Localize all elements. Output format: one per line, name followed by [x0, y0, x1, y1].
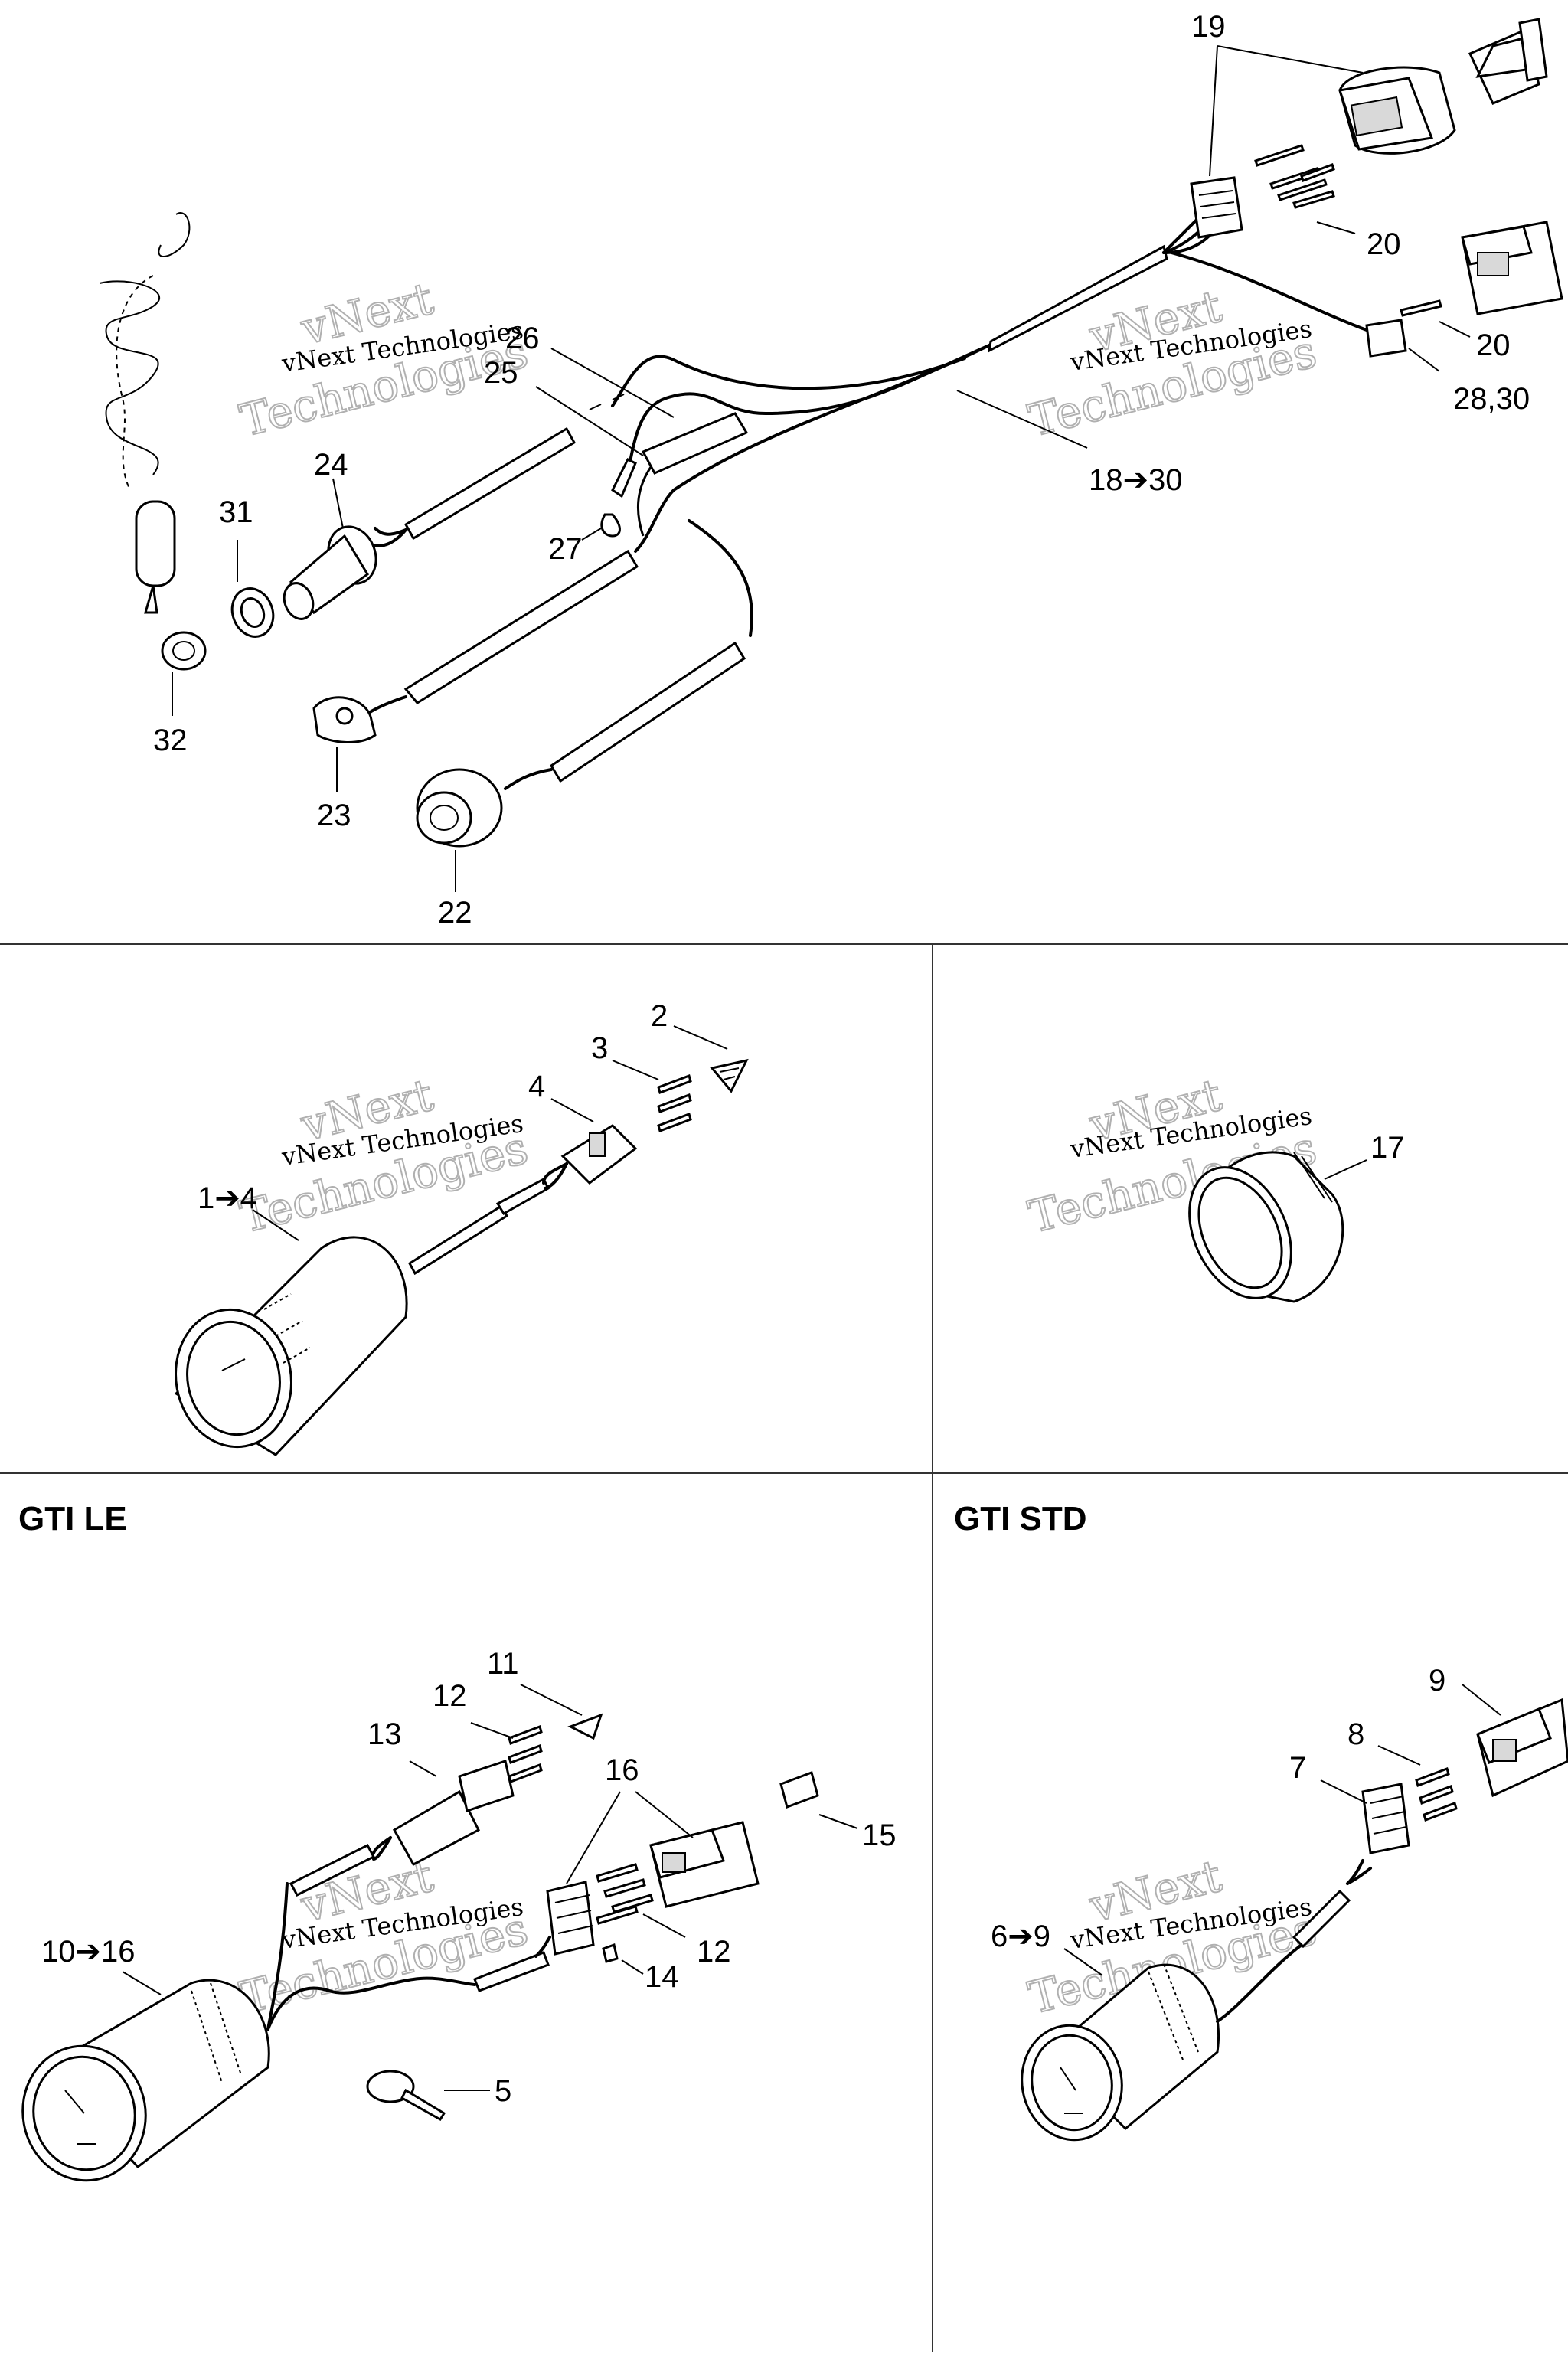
- callout-15: 15: [862, 1818, 897, 1852]
- top-callouts: 19 20 20 28,30 18➔30 26 25 27 24 31 32 2…: [153, 10, 1530, 930]
- callout-17: 17: [1370, 1131, 1405, 1165]
- callout-32: 32: [153, 724, 188, 757]
- washer-31: [230, 587, 275, 638]
- callout-4: 4: [528, 1070, 545, 1103]
- callout-3: 3: [591, 1031, 608, 1065]
- gauge-6-9: [1021, 1783, 1410, 2142]
- sensor-23: [312, 549, 639, 743]
- callout-5: 5: [495, 2074, 511, 2108]
- cable-tie-5: [366, 2070, 446, 2122]
- callout-8: 8: [1348, 1717, 1364, 1751]
- middle-right-callouts: 17: [1324, 1131, 1405, 1180]
- terminals-3: [657, 1074, 692, 1132]
- sensor-22: [416, 641, 746, 848]
- callout-26: 26: [505, 322, 540, 355]
- callout-7: 7: [1289, 1751, 1306, 1785]
- terminals-12a: [508, 1725, 543, 1783]
- callout-20a: 20: [1367, 227, 1401, 261]
- callout-24: 24: [314, 448, 348, 482]
- drop-27: [600, 513, 621, 538]
- sensor-24: [283, 426, 577, 620]
- wiring-harness: [99, 18, 1563, 848]
- callout-12a: 12: [433, 1679, 467, 1713]
- callout-25: 25: [484, 356, 518, 390]
- connector-19: [1190, 18, 1548, 239]
- connector-16: [534, 1821, 760, 1958]
- plug-2: [710, 1058, 749, 1093]
- plug-11: [567, 1713, 603, 1740]
- callout-31: 31: [219, 495, 253, 529]
- callout-23: 23: [317, 799, 351, 832]
- callout-13: 13: [368, 1717, 402, 1751]
- harness-split-25-26: [589, 394, 749, 537]
- callout-28-30: 28,30: [1453, 382, 1530, 416]
- pin-14: [602, 1943, 619, 1963]
- terminals-8: [1415, 1767, 1458, 1822]
- callout-6-9: 6➔9: [991, 1920, 1050, 1953]
- bezel-17: [1188, 1151, 1344, 1303]
- callout-20b: 20: [1476, 328, 1511, 362]
- section-dividers: [0, 943, 1568, 2352]
- section-title-gti-std: GTI STD: [954, 1500, 1087, 1537]
- callout-2: 2: [651, 999, 668, 1033]
- bottom-right-callouts: 9 8 7 6➔9: [991, 1664, 1501, 1976]
- callout-19: 19: [1191, 10, 1226, 44]
- terminal-28-30: [1365, 319, 1407, 358]
- callout-16: 16: [605, 1753, 639, 1787]
- watermark-bottom-left: vNext vNext Technologies Technologies: [234, 1849, 534, 2025]
- callout-27: 27: [548, 532, 583, 566]
- middle-left-callouts: 2 3 4 1➔4: [198, 999, 728, 1241]
- section-title-gti-le: GTI LE: [18, 1500, 127, 1537]
- terminals-20: [1254, 144, 1335, 209]
- callout-11: 11: [487, 1647, 519, 1681]
- bottom-left-callouts: 11 12 13 16 15 12 14 5 10➔16: [41, 1647, 897, 2108]
- wedge-15: [779, 1771, 819, 1809]
- callout-14: 14: [645, 1960, 679, 1994]
- harness-sheath: [988, 244, 1168, 353]
- callout-10-16: 10➔16: [41, 1935, 136, 1969]
- gauge-10-16: [21, 1760, 550, 2182]
- callout-12b: 12: [697, 1935, 731, 1969]
- callout-9: 9: [1429, 1664, 1446, 1698]
- connector-9: [1476, 1698, 1568, 1798]
- terminals-12b: [596, 1863, 654, 1925]
- gauge-1-4: [174, 1124, 638, 1456]
- connector-20-right: [1400, 221, 1563, 317]
- callout-22: 22: [438, 896, 472, 930]
- lanyard-32: [99, 212, 207, 671]
- callout-1-4: 1➔4: [198, 1181, 257, 1215]
- callout-18-30: 18➔30: [1089, 463, 1183, 497]
